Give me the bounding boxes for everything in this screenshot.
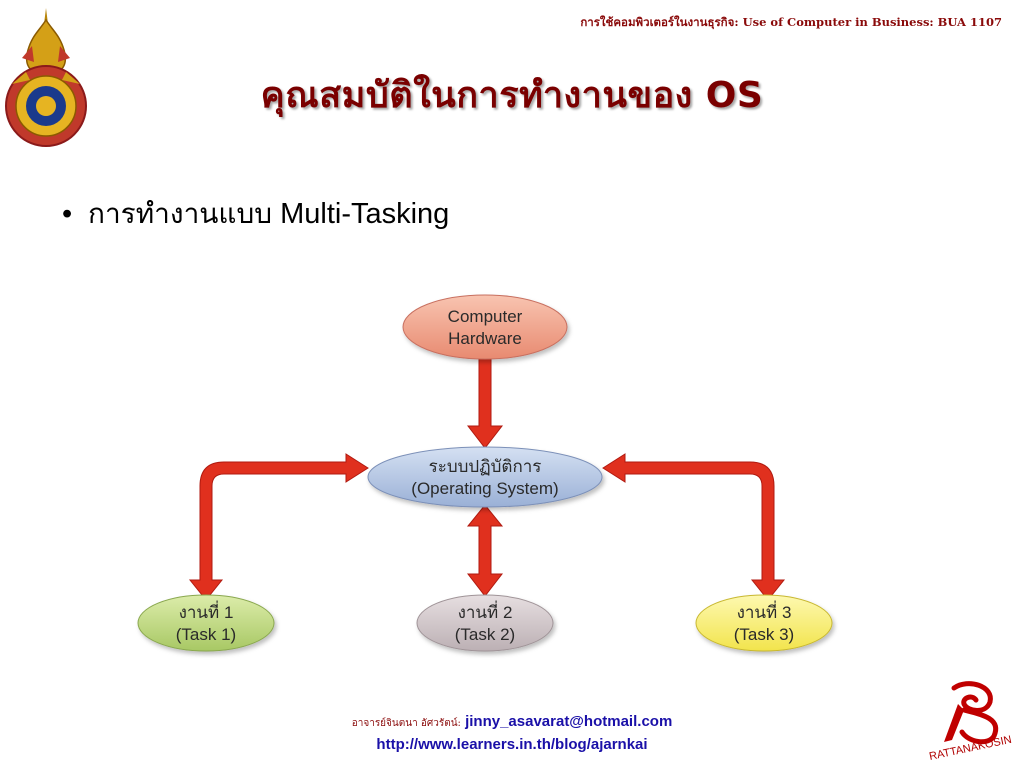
arrow-hardware-to-os [466,357,504,449]
arrow-os-task1 [188,453,369,601]
bullet-text-en: Multi-Tasking [280,198,450,230]
arrow-os-task3 [602,453,786,601]
bullet-symbol: • [62,198,73,230]
task2-label-line1: งานที่ 2 [458,600,513,622]
task1-label-line1: งานที่ 1 [179,600,234,622]
os-label-line1: ระบบปฏิบัติการ [429,457,542,476]
task1-node: งานที่ 1 (Task 1) [137,594,275,652]
slide-title: คุณสมบัติในการทำงานของ OS [260,75,764,116]
course-header-note: การใช้คอมพิวเตอร์ในงานธุรกิจ: Use of Com… [580,15,1002,29]
task3-node: งานที่ 3 (Task 3) [695,594,833,652]
footer-contact-line: อาจารย์จินตนา อัศวรัตน์: jinny_asavarat@… [0,711,1024,734]
task1-label-line2: (Task 1) [176,625,236,644]
hardware-label-line2: Hardware [448,329,522,348]
hardware-label-line1: Computer [448,307,523,326]
bullet-item: • การทำงานแบบ Multi-Tasking [62,192,449,236]
task2-label-line2: (Task 2) [455,625,515,644]
rattanakosin-logo-icon: RATTANAKOSIN [928,681,1013,763]
hardware-node: Computer Hardware [402,294,568,360]
footer-author-label: อาจารย์จินตนา อัศวรัตน์: [351,718,461,729]
task3-label-line1: งานที่ 3 [737,600,792,622]
university-emblem-icon [5,8,87,147]
task2-node: งานที่ 2 (Task 2) [416,594,554,652]
arrow-os-task2 [466,504,504,597]
task3-label-line2: (Task 3) [734,625,794,644]
footer-email[interactable]: jinny_asavarat@hotmail.com [465,713,673,730]
os-label-line2: (Operating System) [411,479,558,498]
footer: อาจารย์จินตนา อัศวรัตน์: jinny_asavarat@… [0,711,1024,755]
footer-url[interactable]: http://www.learners.in.th/blog/ajarnkai [376,736,648,753]
os-node: ระบบปฏิบัติการ (Operating System) [367,446,603,508]
bullet-text-thai: การทำงานแบบ [88,197,273,230]
